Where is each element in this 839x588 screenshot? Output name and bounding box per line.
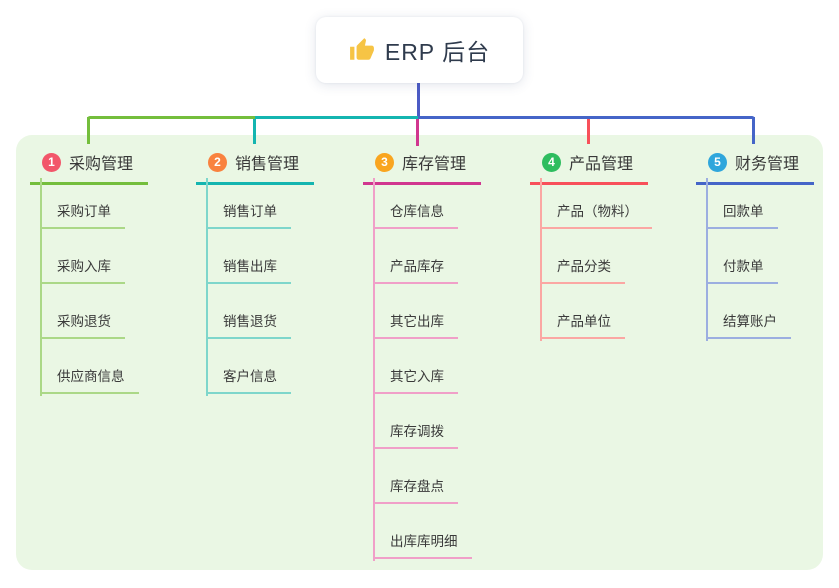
node-label: 供应商信息	[57, 369, 125, 384]
branch-header-finance[interactable]: 5 财务管理	[696, 150, 814, 185]
branch-drop-line-inventory	[416, 119, 419, 146]
node-label: 销售退货	[223, 314, 277, 329]
node-customer-info[interactable]: 客户信息	[206, 368, 291, 394]
thumbs-up-icon	[349, 38, 374, 60]
bus-segment-purchase	[87, 116, 255, 119]
branch-spine	[706, 178, 708, 341]
node-outbound-detail[interactable]: 出库库明细	[373, 533, 472, 559]
branch-header-inventory[interactable]: 3 库存管理	[363, 150, 481, 185]
branch-number-badge: 4	[542, 152, 561, 172]
branch-product: 4 产品管理 产品（物料） 产品分类 产品单位	[530, 150, 690, 341]
node-other-outbound[interactable]: 其它出库	[373, 313, 458, 339]
node-label: 采购退货	[57, 314, 111, 329]
node-label: 销售出库	[223, 259, 277, 274]
node-settlement-account[interactable]: 结算账户	[706, 313, 791, 339]
node-label: 产品（物料）	[557, 204, 638, 219]
node-supplier-info[interactable]: 供应商信息	[40, 368, 139, 394]
branch-title: 财务管理	[735, 156, 800, 173]
node-label: 库存盘点	[390, 479, 444, 494]
node-label: 库存调拨	[390, 424, 444, 439]
node-purchase-return[interactable]: 采购退货	[40, 313, 125, 339]
branch-header-sales[interactable]: 2 销售管理	[196, 150, 314, 185]
node-receipt-bill[interactable]: 回款单	[706, 203, 778, 229]
branch-spine	[206, 178, 208, 396]
branch-header-purchase[interactable]: 1 采购管理	[30, 150, 148, 185]
branch-spine	[540, 178, 542, 341]
node-stock-transfer[interactable]: 库存调拨	[373, 423, 458, 449]
node-label: 出库库明细	[390, 534, 458, 549]
node-purchase-order[interactable]: 采购订单	[40, 203, 125, 229]
branch-purchase: 1 采购管理 采购订单 采购入库 采购退货 供应商信息	[30, 150, 190, 396]
branch-number-badge: 5	[708, 152, 727, 172]
node-label: 付款单	[723, 259, 764, 274]
node-purchase-inbound[interactable]: 采购入库	[40, 258, 125, 284]
node-label: 回款单	[723, 204, 764, 219]
branch-number-badge: 3	[375, 152, 394, 172]
branch-drop-line-sales	[253, 119, 256, 144]
node-label: 采购订单	[57, 204, 111, 219]
bus-segment-finance	[418, 116, 755, 119]
branch-title: 产品管理	[569, 156, 634, 173]
branch-spine	[373, 178, 375, 561]
node-label: 销售订单	[223, 204, 277, 219]
node-label: 仓库信息	[390, 204, 444, 219]
node-label: 产品分类	[557, 259, 611, 274]
node-warehouse-info[interactable]: 仓库信息	[373, 203, 458, 229]
node-label: 产品库存	[390, 259, 444, 274]
root-title: ERP 后台	[384, 39, 491, 65]
node-label: 采购入库	[57, 259, 111, 274]
branch-title: 库存管理	[402, 156, 467, 173]
node-product-material[interactable]: 产品（物料）	[540, 203, 652, 229]
node-payment-bill[interactable]: 付款单	[706, 258, 778, 284]
branch-title: 采购管理	[69, 156, 134, 173]
branch-sales: 2 销售管理 销售订单 销售出库 销售退货 客户信息	[196, 150, 356, 396]
branch-number-badge: 1	[42, 152, 61, 172]
branch-number-badge: 2	[208, 152, 227, 172]
node-product-stock[interactable]: 产品库存	[373, 258, 458, 284]
node-stock-check[interactable]: 库存盘点	[373, 478, 458, 504]
node-label: 其它出库	[390, 314, 444, 329]
branch-drop-line-purchase	[87, 117, 90, 144]
branch-drop-line-product	[587, 119, 590, 144]
branch-drop-line-finance	[752, 117, 755, 144]
bus-segment-sales	[255, 116, 418, 119]
branch-finance: 5 财务管理 回款单 付款单 结算账户	[696, 150, 839, 341]
node-sales-return[interactable]: 销售退货	[206, 313, 291, 339]
node-label: 产品单位	[557, 314, 611, 329]
node-sales-order[interactable]: 销售订单	[206, 203, 291, 229]
node-other-inbound[interactable]: 其它入库	[373, 368, 458, 394]
node-sales-outbound[interactable]: 销售出库	[206, 258, 291, 284]
branch-inventory: 3 库存管理 仓库信息 产品库存 其它出库 其它入库 库存调拨 库存盘点 出库库…	[363, 150, 523, 561]
node-product-unit[interactable]: 产品单位	[540, 313, 625, 339]
branches-panel	[16, 135, 823, 570]
root-node[interactable]: ERP 后台	[316, 17, 523, 83]
branch-title: 销售管理	[235, 156, 300, 173]
branch-spine	[40, 178, 42, 396]
branch-header-product[interactable]: 4 产品管理	[530, 150, 648, 185]
node-label: 客户信息	[223, 369, 277, 384]
node-label: 结算账户	[723, 314, 777, 329]
root-connector-line	[417, 83, 420, 119]
node-product-category[interactable]: 产品分类	[540, 258, 625, 284]
node-label: 其它入库	[390, 369, 444, 384]
